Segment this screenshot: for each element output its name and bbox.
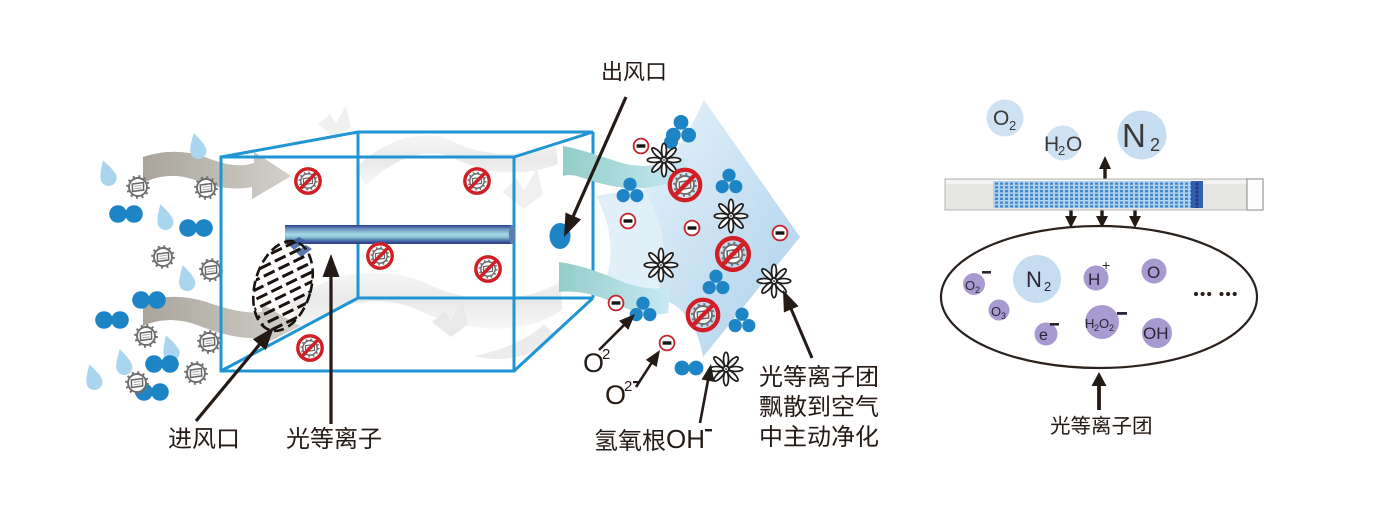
svg-text:+: +	[1102, 257, 1110, 273]
svg-text:3: 3	[1001, 311, 1006, 321]
svg-text:O: O	[993, 107, 1009, 130]
svg-text:2: 2	[602, 346, 610, 363]
svg-text:H: H	[1088, 270, 1100, 289]
svg-text:2: 2	[624, 378, 632, 395]
svg-text:2: 2	[1044, 279, 1051, 294]
svg-text:O: O	[605, 380, 626, 410]
svg-text:OH: OH	[1143, 324, 1169, 343]
svg-text:O: O	[1066, 133, 1082, 156]
svg-text:O: O	[1147, 263, 1160, 282]
svg-text:O: O	[583, 348, 604, 378]
svg-text:2: 2	[1094, 323, 1099, 333]
svg-text:N: N	[1026, 267, 1042, 292]
svg-text:O: O	[991, 304, 1001, 319]
svg-text:H: H	[1085, 316, 1094, 331]
svg-text:OH: OH	[666, 424, 705, 454]
svg-text:2: 2	[1009, 118, 1016, 133]
svg-text:H: H	[1044, 133, 1059, 156]
svg-text:e: e	[1039, 327, 1048, 344]
svg-text:2: 2	[975, 285, 980, 295]
svg-text:2: 2	[1109, 323, 1114, 333]
svg-text:N: N	[1122, 117, 1146, 154]
svg-text:O: O	[965, 278, 975, 293]
svg-text:O: O	[1099, 316, 1109, 331]
svg-text:2: 2	[1150, 135, 1160, 155]
svg-text:2: 2	[1058, 143, 1065, 158]
